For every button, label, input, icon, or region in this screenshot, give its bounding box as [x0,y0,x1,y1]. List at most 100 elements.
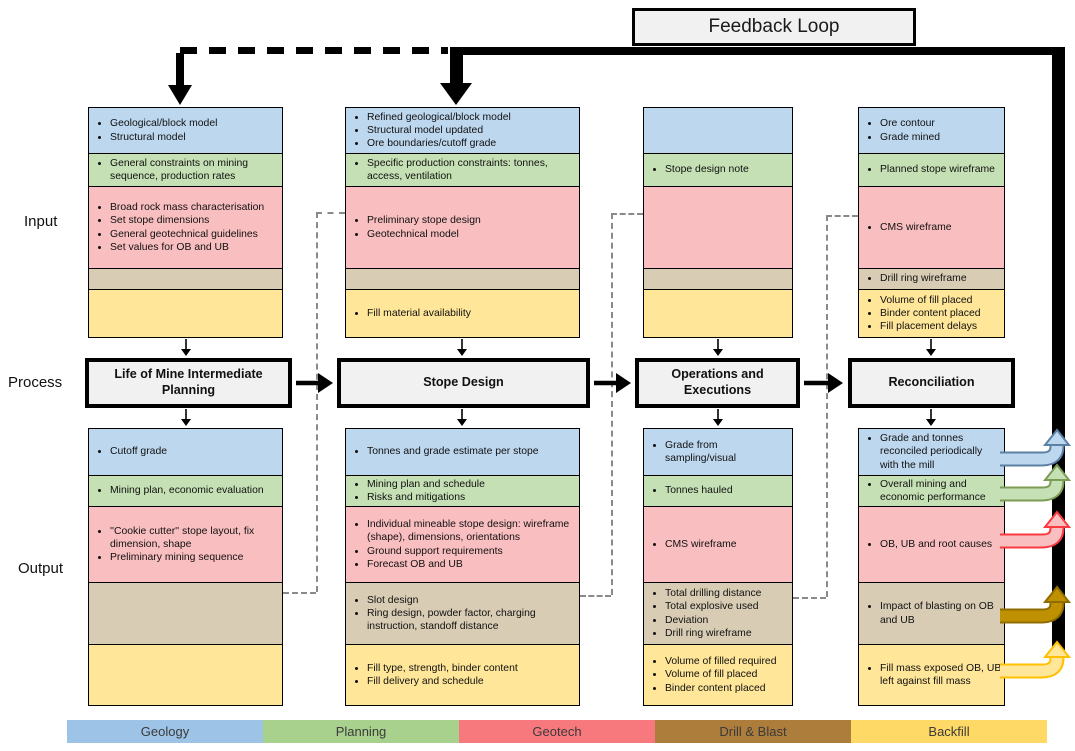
output-band-drill-blast: Slot design Ring design, powder factor, … [346,583,579,645]
bullet-item: Set stope dimensions [110,214,264,227]
bullet-item: Ore contour [880,117,940,130]
bullet-item: Planned stope wireframe [880,163,995,176]
output-band-geotech: OB, UB and root causes [859,507,1004,583]
down-arrow-icon [181,409,191,426]
output-band-geology: Grade and tonnes reconciled periodically… [859,429,1004,476]
bullet-item: Refined geological/block model [367,111,511,124]
connector-1-top [316,212,345,214]
input-band-backfill [89,290,282,337]
row-label-output: Output [18,560,64,577]
feedback-down-arrow-col2-stem [450,47,463,84]
right-arrow-icon [594,373,631,393]
input-band-geotech: CMS wireframe [859,187,1004,269]
input-band-planning: Stope design note [644,154,792,187]
output-band-planning: Mining plan and schedule Risks and mitig… [346,476,579,507]
bullet-item: Volume of fill placed [880,294,981,307]
output-band-backfill: Fill mass exposed OB, UB left against fi… [859,645,1004,705]
output-band-geology: Cutoff grade [89,429,282,476]
process-label: Life of Mine Intermediate Planning [114,367,263,397]
feedback-return-arrow-geotech [1000,510,1072,549]
down-arrow-icon [713,409,723,426]
bullet-item: OB, UB and root causes [880,538,992,551]
input-band-planning: Specific production constraints: tonnes,… [346,154,579,187]
bullet-item: Mining plan and schedule [367,478,485,491]
input-band-backfill [644,290,792,337]
input-band-geotech [644,187,792,269]
output-box-col3: Grade from sampling/visual Tonnes hauled… [643,428,793,706]
bullet-item: CMS wireframe [880,221,952,234]
down-arrow-icon [457,409,467,426]
bullet-item: Geotechnical model [367,228,481,241]
output-box-col2: Tonnes and grade estimate per stope Mini… [345,428,580,706]
process-box-operations: Operations and Executions [635,358,800,408]
feedback-down-arrow-col1-stem [176,53,184,86]
bullet-item: Structural model [110,131,217,144]
feedback-loop-box: Feedback Loop [632,8,916,46]
feedback-return-arrow-backfill [1000,640,1072,679]
input-band-drill-blast [346,269,579,290]
bullet-item: Grade from sampling/visual [665,439,790,465]
bullet-item: Drill ring wireframe [880,272,967,285]
bullet-item: Stope design note [665,163,749,176]
input-band-backfill: Volume of fill placed Binder content pla… [859,290,1004,337]
output-band-backfill: Volume of filled required Volume of fill… [644,645,792,705]
process-label: Stope Design [423,375,504,390]
bullet-item: Specific production constraints: tonnes,… [367,157,577,183]
bullet-item: Deviation [665,614,761,627]
process-box-stope-design: Stope Design [337,358,590,408]
down-arrow-icon [457,339,467,356]
feedback-loop-label: Feedback Loop [708,16,840,37]
legend-item-geotech: Geotech [459,720,655,743]
bullet-item: Total drilling distance [665,587,761,600]
input-band-geology: Refined geological/block model Structura… [346,108,579,154]
legend-item-drill-blast: Drill & Blast [655,720,851,743]
down-arrow-icon [926,339,936,356]
process-label: Reconciliation [888,375,975,390]
bullet-item: Risks and mitigations [367,491,485,504]
feedback-line-horizontal [450,47,1065,55]
bullet-item: Structural model updated [367,124,511,137]
bullet-item: Ore boundaries/cutoff grade [367,137,511,150]
output-band-planning: Tonnes hauled [644,476,792,507]
output-band-drill-blast: Total drilling distance Total explosive … [644,583,792,645]
output-band-geology: Grade from sampling/visual [644,429,792,476]
output-band-drill-blast [89,583,282,645]
connector-1-bottom [283,592,316,594]
input-box-col1: Geological/block model Structural model … [88,107,283,338]
bullet-item: General geotechnical guidelines [110,228,264,241]
bullet-item: Impact of blasting on OB and UB [880,600,1002,626]
connector-3-top [826,215,858,217]
output-band-planning: Mining plan, economic evaluation [89,476,282,507]
bullet-item: Grade mined [880,131,940,144]
input-box-col4: Ore contour Grade mined Planned stope wi… [858,107,1005,338]
down-arrow-icon [181,339,191,356]
row-label-input: Input [24,213,58,230]
input-band-drill-blast: Drill ring wireframe [859,269,1004,290]
legend-item-backfill: Backfill [851,720,1047,743]
bullet-item: Volume of fill placed [665,668,776,681]
bullet-item: Ring design, powder factor, charging ins… [367,607,577,633]
process-label: Operations and Executions [671,367,764,397]
bullet-item: CMS wireframe [665,538,737,551]
output-band-geology: Tonnes and grade estimate per stope [346,429,579,476]
output-band-backfill [89,645,282,705]
connector-2-bottom [580,595,611,597]
row-label-process: Process [8,374,63,391]
bullet-item: Fill type, strength, binder content [367,662,518,675]
output-band-drill-blast: Impact of blasting on OB and UB [859,583,1004,645]
bullet-item: Fill delivery and schedule [367,675,518,688]
bullet-item: Drill ring wireframe [665,627,761,640]
output-band-geotech: CMS wireframe [644,507,792,583]
feedback-down-arrow-col1-head [168,85,192,105]
bullet-item: Volume of filled required [665,655,776,668]
output-band-backfill: Fill type, strength, binder content Fill… [346,645,579,705]
input-band-drill-blast [644,269,792,290]
bullet-item: Broad rock mass characterisation [110,201,264,214]
bullet-item: Total explosive used [665,600,761,613]
input-band-geotech: Preliminary stope design Geotechnical mo… [346,187,579,269]
bullet-item: Preliminary mining sequence [110,551,280,564]
connector-3-bottom [793,597,826,599]
bullet-item: Binder content placed [665,682,776,695]
feedback-dashed-line [180,47,448,54]
input-band-geotech: Broad rock mass characterisation Set sto… [89,187,282,269]
